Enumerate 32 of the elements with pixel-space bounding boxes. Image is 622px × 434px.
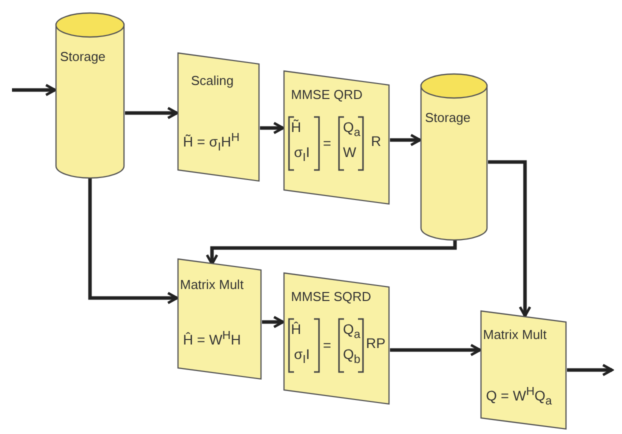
storage-label: Storage	[60, 50, 106, 64]
formula-text: Q = W$^{H}$Q$_{a}$	[486, 386, 552, 408]
arrow	[260, 122, 284, 134]
formula-text: Q$_{a}$	[343, 120, 360, 140]
formula-text: H̃	[291, 120, 302, 136]
block-title: Matrix Mult	[483, 328, 547, 342]
arrow	[125, 106, 178, 120]
arrow	[88, 178, 178, 304]
formula-text: Q$_{b}$	[343, 347, 360, 367]
block-title: MMSE QRD	[291, 88, 362, 102]
arrow	[390, 344, 482, 356]
block-title: Scaling	[191, 74, 234, 88]
arrow	[12, 84, 56, 96]
formula-text: H̃ = σ$_{I}$H$^{H}$	[183, 132, 240, 154]
formula-text: Q$_{a}$	[343, 322, 360, 342]
arrow	[206, 240, 457, 266]
formula-text: σ$_{I}$I	[294, 145, 310, 165]
formula-text: W	[343, 145, 356, 160]
formula-text: Ĥ	[291, 322, 302, 338]
storage-label: Storage	[425, 111, 471, 126]
formula-text: =	[323, 136, 332, 152]
arrow	[567, 364, 614, 376]
formula-text: R	[371, 134, 382, 150]
formula-text: Ĥ = W$^{H}$H	[183, 330, 241, 348]
formula-text: RP	[366, 336, 386, 352]
arrow	[262, 316, 284, 328]
block-title: MMSE SQRD	[291, 290, 372, 304]
formula-text: σ$_{I}$I	[294, 347, 310, 367]
arrow	[390, 134, 422, 146]
block-title: Matrix Mult	[180, 278, 244, 292]
arrow	[488, 160, 532, 318]
formula-text: =	[323, 338, 332, 354]
